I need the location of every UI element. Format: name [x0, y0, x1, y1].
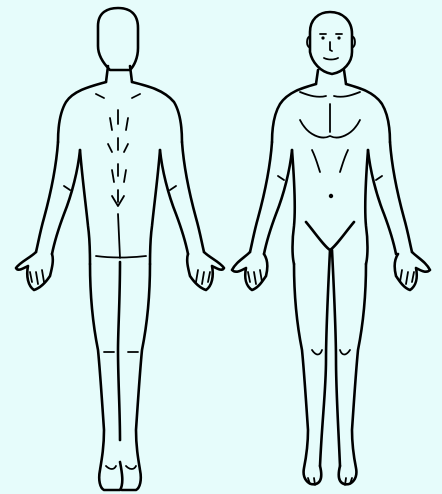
front-legs	[294, 250, 366, 485]
front-head	[307, 12, 355, 84]
front-right-arm	[368, 142, 430, 290]
front-left-arm	[232, 142, 292, 290]
